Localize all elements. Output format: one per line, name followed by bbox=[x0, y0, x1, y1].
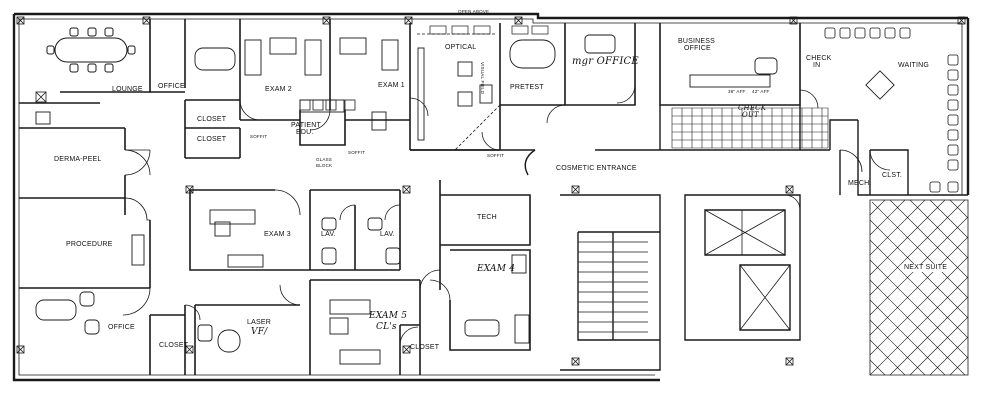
note-glass-block-2: BLOCK bbox=[316, 163, 333, 168]
note-aff-1: 36" AFF bbox=[728, 89, 746, 94]
next-suite-hatch bbox=[869, 199, 969, 376]
label-pretest: PRETEST bbox=[510, 84, 544, 91]
label-patient-edu-2: EDU. bbox=[296, 129, 314, 136]
label-derma-peel: DERMA-PEEL bbox=[54, 156, 102, 163]
check-out-tile-floor bbox=[671, 107, 829, 149]
stairwell bbox=[560, 194, 661, 371]
label-check-out-2: OUT bbox=[742, 111, 759, 119]
conference-table bbox=[46, 27, 136, 73]
label-business-office-1: BUSINESS bbox=[678, 38, 715, 45]
label-next-suite: NEXT SUITE bbox=[903, 264, 949, 272]
furniture bbox=[35, 34, 895, 365]
note-visual-field: VISUAL FIELD bbox=[480, 62, 485, 95]
label-closet-2: CLOSET bbox=[197, 136, 227, 143]
elevators bbox=[684, 194, 801, 341]
label-exam-4: EXAM 4 bbox=[477, 264, 516, 274]
label-tech: TECH bbox=[477, 214, 497, 221]
exterior-walls bbox=[12, 12, 970, 382]
label-laser-note: VF/ bbox=[251, 327, 268, 337]
label-closet-1: CLOSET bbox=[197, 116, 227, 123]
label-office-top: OFFICE bbox=[158, 83, 185, 90]
exterior-walls-inner bbox=[18, 18, 963, 376]
column-markers bbox=[16, 16, 966, 366]
label-patient-edu-1: PATIENT bbox=[291, 122, 321, 129]
label-procedure: PROCEDURE bbox=[66, 241, 113, 248]
optical-frame-boards bbox=[429, 25, 549, 35]
label-business-office-2: OFFICE bbox=[684, 45, 711, 52]
note-soffit-1: SOFFIT bbox=[348, 150, 366, 155]
label-optical: OPTICAL bbox=[445, 44, 477, 51]
patient-edu-chairs bbox=[299, 99, 356, 111]
waiting-chairs bbox=[824, 27, 959, 193]
label-lounge: LOUNGE bbox=[112, 86, 143, 93]
stair-treads bbox=[578, 241, 648, 333]
label-lav-2: LAV. bbox=[380, 231, 395, 238]
note-open-above: OPEN ABOVE bbox=[458, 9, 490, 14]
label-office-bottom: OFFICE bbox=[108, 324, 135, 331]
label-check-in-1: CHECK bbox=[806, 55, 832, 62]
door-swings bbox=[122, 84, 891, 346]
label-exam-5: EXAM 5 bbox=[369, 311, 408, 321]
label-mech: MECH. bbox=[848, 180, 872, 187]
label-exam-3: EXAM 3 bbox=[264, 231, 291, 238]
label-mgr-office: mgr OFFICE bbox=[572, 56, 639, 67]
note-soffit-2: SOFFIT bbox=[487, 153, 505, 158]
label-laser: LASER bbox=[247, 319, 271, 326]
label-closet-bottom-left: CLOSET bbox=[159, 342, 189, 349]
top-row-walls bbox=[19, 19, 801, 159]
note-aff-2: 42" AFF bbox=[752, 89, 770, 94]
label-closet-bottom-right: CLOSET bbox=[410, 344, 440, 351]
left-wing-walls bbox=[19, 127, 531, 375]
label-exam-2: EXAM 2 bbox=[265, 86, 292, 93]
note-soffit-3: SOFFIT bbox=[250, 134, 268, 139]
label-exam-1: EXAM 1 bbox=[378, 82, 405, 89]
label-cosmetic-entrance: COSMETIC ENTRANCE bbox=[556, 165, 637, 172]
label-waiting: WAITING bbox=[898, 62, 930, 69]
label-clst: CLST. bbox=[882, 172, 903, 179]
label-check-in-2: IN bbox=[813, 62, 821, 69]
label-check-out-1: CHECK bbox=[738, 104, 767, 112]
label-exam-5-note: CL's bbox=[376, 322, 397, 332]
note-glass-block-1: GLASS bbox=[316, 157, 333, 162]
label-lav-1: LAV. bbox=[321, 231, 336, 238]
corridor-walls bbox=[410, 105, 968, 196]
